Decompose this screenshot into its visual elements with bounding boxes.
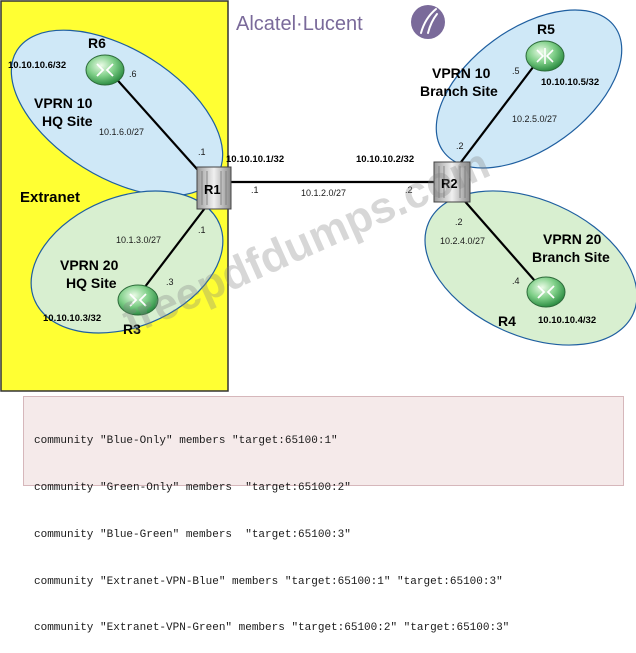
router-r4-name: R4 (498, 313, 516, 329)
vprn20-hq-site-ellipse (30, 190, 224, 334)
link-r2-r5 (454, 53, 544, 171)
link-r2-r4-subnet: 10.2.4.0/27 (440, 236, 485, 246)
config-line: community "Green-Only" members "target:6… (34, 481, 351, 494)
router-icon (526, 276, 566, 308)
site-vprn20-hq-line2: HQ Site (66, 275, 117, 291)
link-r1-r3-far-end: .3 (166, 277, 174, 287)
alcatel-lucent-a-icon (411, 5, 445, 39)
link-r1-r3 (137, 207, 206, 297)
link-r2-r4-r2-end: .2 (455, 217, 463, 227)
site-vprn10-branch-line2: Branch Site (420, 83, 498, 99)
site-vprn10-hq-line2: HQ Site (42, 113, 93, 129)
config-line: community "Blue-Only" members "target:65… (34, 435, 338, 448)
extranet-label: Extranet (20, 189, 80, 206)
config-line: community "Extranet-VPN-Green" members "… (34, 622, 510, 635)
vprn20-branch-site-ellipse (424, 190, 636, 346)
router-r5-loopback: 10.10.10.5/32 (541, 77, 599, 88)
link-r1-r3-subnet: 10.1.3.0/27 (116, 235, 161, 245)
router-icon (117, 284, 159, 316)
router-r1-name: R1 (204, 182, 221, 197)
link-r1-r6-subnet: 10.1.6.0/27 (99, 127, 144, 137)
router-r5: R5 10.10.10.5/32 (525, 21, 599, 88)
router-r1-loopback: 10.10.10.1/32 (226, 154, 284, 165)
link-r1-r2-subnet: 10.1.2.0/27 (301, 188, 346, 198)
config-line: community "Extranet-VPN-Blue" members "t… (34, 575, 503, 588)
router-chassis-icon (196, 166, 232, 210)
router-r3: R3 10.10.10.3/32 (43, 284, 159, 337)
router-chassis-icon (433, 161, 471, 203)
router-r5-name: R5 (537, 21, 555, 37)
network-diagram: Extranet R1 R2 R (0, 0, 636, 392)
router-r4-loopback: 10.10.10.4/32 (538, 315, 596, 326)
router-r6-loopback: 10.10.10.6/32 (8, 60, 66, 71)
link-r2-r4 (461, 197, 543, 290)
link-r2-r5-far-end: .5 (512, 66, 520, 76)
site-vprn10-hq-line1: VPRN 10 (34, 95, 93, 111)
router-r2-loopback: 10.10.10.2/32 (356, 154, 414, 165)
link-r1-r2-r1-end: .1 (251, 185, 259, 195)
router-r6-name: R6 (88, 35, 106, 51)
community-config-box: community "Blue-Only" members "target:65… (23, 396, 624, 634)
link-r1-r6-far-end: .6 (129, 69, 137, 79)
router-r3-loopback: 10.10.10.3/32 (43, 313, 101, 324)
site-vprn10-branch-line1: VPRN 10 (432, 65, 491, 81)
link-r1-r6-r1-end: .1 (198, 147, 206, 157)
brand-name: Alcatel·Lucent (236, 13, 363, 35)
link-r1-r3-r1-end: .1 (198, 225, 206, 235)
vprn10-branch-site-ellipse (435, 9, 623, 169)
router-r2-name: R2 (441, 176, 458, 191)
router-icon (525, 40, 565, 72)
link-r1-r6 (111, 73, 206, 179)
site-vprn20-hq-line1: VPRN 20 (60, 257, 119, 273)
site-vprn20-branch-line2: Branch Site (532, 249, 610, 265)
link-r1-r2-r2-end: .2 (405, 185, 413, 195)
router-r4: R4 10.10.10.4/32 (498, 276, 596, 329)
link-r2-r4-far-end: .4 (512, 276, 520, 286)
config-line: community "Blue-Green" members "target:6… (34, 528, 351, 541)
site-vprn20-branch-line1: VPRN 20 (543, 231, 602, 247)
router-r1: R1 (196, 166, 232, 210)
router-r3-name: R3 (123, 321, 141, 337)
alcatel-lucent-logo: Alcatel·Lucent (236, 5, 445, 39)
router-r6: R6 10.10.10.6/32 (8, 35, 125, 86)
link-r2-r5-subnet: 10.2.5.0/27 (512, 114, 557, 124)
link-r2-r5-r2-end: .2 (456, 141, 464, 151)
router-r2: R2 (433, 161, 471, 203)
router-icon (85, 54, 125, 86)
